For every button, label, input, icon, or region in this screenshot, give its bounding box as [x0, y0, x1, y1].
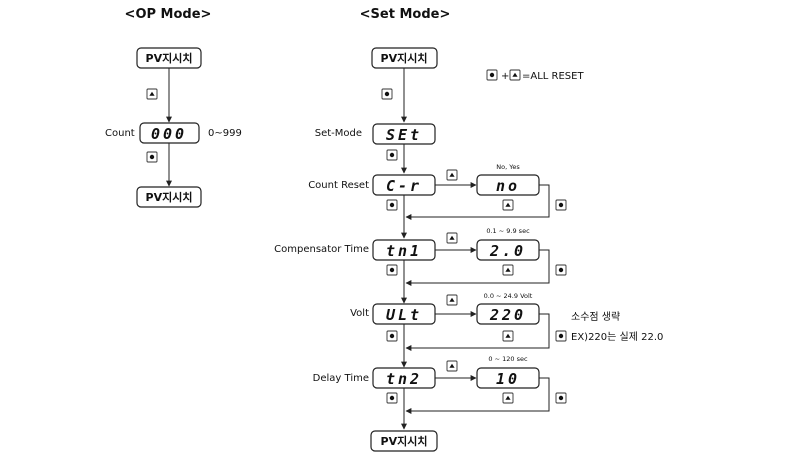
set-key-icon [386, 392, 398, 404]
comp-time-range: 0.1 ~ 9.9 sec [486, 227, 530, 235]
up-key-icon [446, 360, 458, 372]
op-mode-title: <OP Mode> [125, 7, 212, 22]
up-key-icon [502, 330, 514, 342]
comp-time-label: Compensator Time [274, 244, 369, 255]
count-reset-label: Count Reset [308, 180, 369, 191]
set-key-icon [146, 151, 158, 163]
op-count-display-value: 000 [151, 125, 187, 143]
set-key-icon [386, 199, 398, 211]
op-pv-bottom-label: PV지시치 [146, 190, 193, 204]
set-mode-title: <Set Mode> [360, 7, 451, 22]
up-key-icon [502, 264, 514, 276]
up-key-icon [446, 169, 458, 181]
set-key-icon [386, 149, 398, 161]
volt-note-2: EX)220는 실제 22.0 [571, 331, 663, 343]
svg-text:220: 220 [489, 306, 526, 324]
volt-label: Volt [350, 308, 369, 319]
up-key-icon [146, 88, 158, 100]
count-reset-display: C-r [372, 174, 436, 196]
count-reset-value-display: no [476, 174, 540, 196]
set-key-icon [555, 199, 567, 211]
svg-text:no: no [496, 177, 520, 195]
set-key-icon [555, 330, 567, 342]
set-key-icon [555, 392, 567, 404]
delay-range: 0 ~ 120 sec [488, 355, 528, 363]
op-pv-top-box: PV지시치 [136, 47, 202, 69]
up-key-icon [446, 232, 458, 244]
up-key-icon [502, 392, 514, 404]
op-count-display: 000 [139, 122, 200, 144]
set-key-icon [386, 330, 398, 342]
delay-label: Delay Time [313, 373, 369, 384]
delay-value-display: 10 [476, 367, 540, 389]
volt-note-1: 소수점 생략 [571, 311, 620, 323]
comp-time-value-display: 2.0 [476, 239, 540, 261]
volt-value-display: 220 [476, 303, 540, 325]
set-key-icon [381, 88, 393, 100]
set-pv-bottom-label: PV지시치 [381, 434, 428, 448]
set-pv-top-box: PV지시치 [371, 47, 438, 69]
set-pv-top-label: PV지시치 [381, 51, 428, 65]
up-key-icon [502, 199, 514, 211]
volt-display: ULt [372, 303, 436, 325]
op-pv-bottom-box: PV지시치 [136, 186, 202, 208]
set-pv-bottom-box: PV지시치 [370, 430, 438, 452]
svg-text:10: 10 [496, 370, 520, 388]
up-key-icon [509, 69, 521, 81]
op-count-label: Count [105, 128, 135, 139]
set-key-icon [486, 69, 498, 81]
count-reset-range: No, Yes [496, 163, 520, 171]
op-count-range: 0~999 [208, 128, 242, 139]
volt-range: 0.0 ~ 24.9 Volt [484, 292, 533, 300]
svg-text:tn2: tn2 [386, 370, 422, 388]
up-key-icon [446, 294, 458, 306]
op-pv-top-label: PV지시치 [146, 51, 193, 65]
all-reset-text: =ALL RESET [522, 71, 584, 82]
svg-text:2.0: 2.0 [489, 242, 526, 260]
set-key-icon [555, 264, 567, 276]
svg-text:+: + [501, 71, 509, 82]
svg-text:ULt: ULt [386, 306, 422, 324]
svg-text:C-r: C-r [386, 177, 422, 195]
delay-display: tn2 [372, 367, 436, 389]
svg-text:tn1: tn1 [386, 242, 422, 260]
set-mode-display: SEt [372, 123, 436, 145]
comp-time-display: tn1 [372, 239, 436, 261]
all-reset-legend: + =ALL RESET [486, 69, 584, 82]
set-mode-label: Set-Mode [315, 128, 362, 139]
svg-text:SEt: SEt [386, 126, 422, 144]
set-key-icon [386, 264, 398, 276]
